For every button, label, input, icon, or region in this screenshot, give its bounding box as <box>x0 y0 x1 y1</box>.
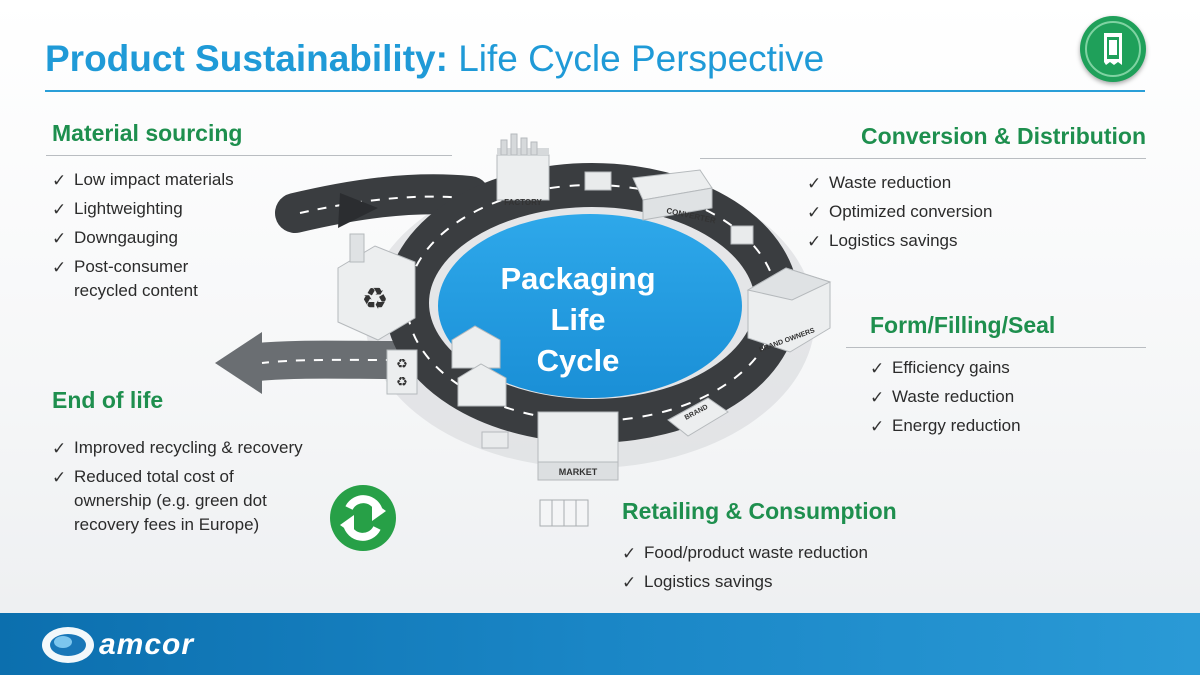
section-divider <box>46 155 452 156</box>
end-of-life-list: ✓ Improved recycling & recovery ✓ Reduced t… <box>52 434 382 537</box>
market-label: MARKET <box>559 467 598 477</box>
footer-bar <box>0 613 1200 675</box>
title-divider <box>45 90 1145 92</box>
outgoing-road-dashes <box>261 358 396 364</box>
checkmark-icon: ✓ <box>870 388 885 407</box>
material-sourcing-section: Material sourcing ✓Low impact materials✓… <box>46 120 452 303</box>
page-title: Product Sustainability: Life Cycle Persp… <box>45 38 824 80</box>
list-item: ✓ Waste reduction <box>807 169 1146 198</box>
amcor-logo-icon <box>42 627 94 663</box>
material-sourcing-list: ✓ Low impact materials ✓ Lightweighting ✓ Dow… <box>52 166 452 303</box>
checkmark-icon: ✓ <box>622 573 637 592</box>
checkmark-icon: ✓ <box>870 417 885 436</box>
checkmark-icon: ✓ <box>52 258 67 277</box>
checkmark-icon: ✓ <box>52 439 67 458</box>
list-item-text: Lightweighting <box>74 199 183 218</box>
form-filling-seal-section: Form/Filling/Seal ✓ Efficiency gains ✓ Wast… <box>846 312 1146 441</box>
checkmark-icon: ✓ <box>622 544 637 563</box>
checkmark-icon: ✓ <box>807 232 822 251</box>
list-item-text: Food/product waste reduction <box>644 543 868 562</box>
checkmark-icon: ✓ <box>52 468 67 487</box>
incoming-road <box>275 174 490 233</box>
brand-owners-building: BRAND OWNERS <box>746 267 832 354</box>
recycling-truck: ♻ ♻ <box>386 349 418 395</box>
end-of-life-heading: End of life <box>52 387 164 413</box>
list-item: ✓ Lightweighting <box>52 195 452 224</box>
section-divider <box>846 347 1146 348</box>
list-item: ✓ Reduced total cost of ownership (e.g. g… <box>52 463 382 537</box>
form-filling-seal-list: ✓ Efficiency gains ✓ Waste reduction ✓ Energy… <box>870 354 1146 441</box>
hub-ellipse <box>438 214 742 398</box>
svg-text:♻: ♻ <box>396 356 408 371</box>
truck <box>481 431 509 449</box>
recycle-icon: ♻ <box>362 283 389 316</box>
market-building: MARKET <box>537 411 619 527</box>
list-item: ✓ Logistics savings <box>807 227 1146 256</box>
houses <box>451 325 507 407</box>
list-item: ✓ Post-consumer recycled content <box>52 253 452 303</box>
list-item-text: Logistics savings <box>829 231 958 250</box>
section-divider <box>700 158 1146 159</box>
checkmark-icon: ✓ <box>52 229 67 248</box>
svg-text:♻: ♻ <box>396 374 408 389</box>
list-item-text: Improved recycling & recovery <box>74 438 303 457</box>
form-filling-seal-heading: Form/Filling/Seal <box>870 312 1056 338</box>
list-item: ✓ Energy reduction <box>870 412 1146 441</box>
list-item-text: Post-consumer recycled content <box>74 257 198 300</box>
retailing-consumption-list: ✓ Food/product waste reduction ✓ Logistics … <box>622 539 982 597</box>
factory-label: FACTORY <box>504 198 542 207</box>
brand-truck: BRAND <box>667 397 729 437</box>
checkmark-icon: ✓ <box>870 359 885 378</box>
list-item-text: Optimized conversion <box>829 202 993 221</box>
outgoing-arrow-icon <box>215 332 262 394</box>
list-item-text: Reduced total cost of ownership (e.g. gr… <box>74 467 267 534</box>
list-item: ✓ Optimized conversion <box>807 198 1146 227</box>
page-title-bold: Product Sustainability: <box>45 38 448 79</box>
list-item: ✓ Logistics savings <box>622 568 982 597</box>
conversion-distribution-list: ✓ Waste reduction ✓ Optimized conversion ✓ Lo… <box>807 169 1146 256</box>
list-item-text: Low impact materials <box>74 170 234 189</box>
recycling-plant: ♻ <box>337 233 416 341</box>
checkmark-icon: ✓ <box>52 171 67 190</box>
page-title-rest: Life Cycle Perspective <box>447 38 825 79</box>
list-item: ✓ Food/product waste reduction <box>622 539 982 568</box>
checkmark-icon: ✓ <box>52 200 67 219</box>
conversion-distribution-heading: Conversion & Distribution <box>861 123 1146 149</box>
truck <box>730 225 754 245</box>
checkmark-icon: ✓ <box>807 203 822 222</box>
retailing-consumption-section: Retailing & Consumption ✓ Food/product wa… <box>622 498 982 597</box>
packaging-pouch-icon <box>1080 16 1146 82</box>
list-item-text: Waste reduction <box>892 387 1015 406</box>
incoming-road-dashes <box>299 195 466 214</box>
hub-label: Packaging Life Cycle <box>500 261 656 378</box>
green-dot-icon <box>330 485 396 551</box>
list-item-text: Downgauging <box>74 228 178 247</box>
conversion-distribution-section: Conversion & Distribution ✓ Waste reducti… <box>700 123 1146 256</box>
truck <box>584 171 612 191</box>
end-of-life-section: End of life ✓ Improved recycling & recove… <box>52 387 382 537</box>
list-item: ✓ Waste reduction <box>870 383 1146 412</box>
material-sourcing-heading: Material sourcing <box>52 120 243 146</box>
factory-building: FACTORY <box>496 133 550 207</box>
list-item: ✓ Efficiency gains <box>870 354 1146 383</box>
amcor-logo: amcor <box>99 628 195 661</box>
list-item: ✓ Downgauging <box>52 224 452 253</box>
list-item-text: Waste reduction <box>829 173 952 192</box>
list-item-text: Energy reduction <box>892 416 1021 435</box>
incoming-arrow-icon <box>338 193 378 228</box>
list-item-text: Efficiency gains <box>892 358 1010 377</box>
list-item: ✓ Improved recycling & recovery <box>52 434 382 463</box>
retailing-consumption-heading: Retailing & Consumption <box>622 498 897 524</box>
list-item: ✓ Low impact materials <box>52 166 452 195</box>
checkmark-icon: ✓ <box>807 174 822 193</box>
list-item-text: Logistics savings <box>644 572 773 591</box>
